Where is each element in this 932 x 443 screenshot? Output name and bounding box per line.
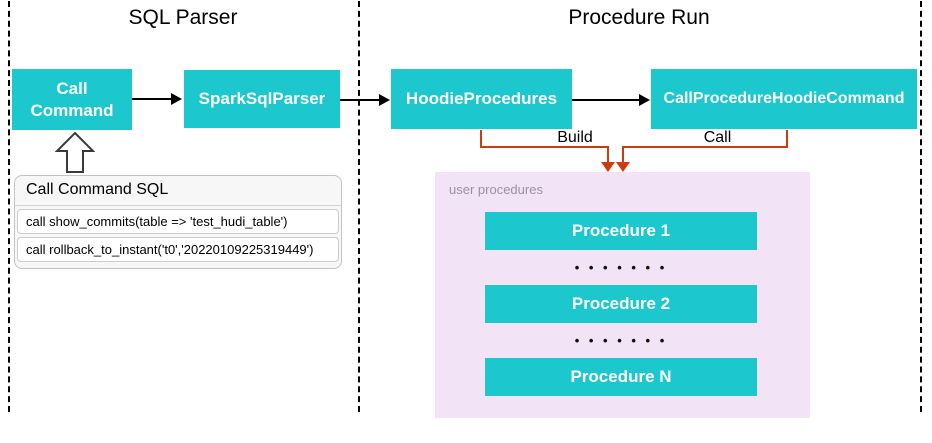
build-connector-segment [480,146,609,148]
sql-panel-header: Call Command SQL [15,176,341,206]
node-procedure-1: Procedure 1 [485,212,757,250]
build-edge-label: Build [557,129,593,146]
build-arrowhead-icon [601,162,615,172]
node-procedure-2: Procedure 2 [485,285,757,323]
build-connector-segment [480,130,482,147]
call-connector-segment [622,146,624,163]
right-dashed-border [920,1,922,412]
node-spark-sql-parser: SparkSqlParser [184,70,340,128]
call-command-sql-panel: Call Command SQL call show_commits(table… [14,175,342,269]
call-connector-segment [786,130,788,147]
call-arrowhead-icon [616,162,630,172]
section-title-procedure-run: Procedure Run [568,6,710,29]
node-hoodie-procedures: HoodieProcedures [391,69,572,129]
call-connector-segment [623,146,788,148]
left-dashed-border [8,1,10,412]
arrow-parser-to-procedures-icon [340,94,390,106]
section-title-sql-parser: SQL Parser [128,6,238,29]
dots-separator: • • • • • • • [574,333,668,348]
node-call-procedure-hoodie-command: CallProcedureHoodieCommand [651,69,917,129]
arrow-call-command-to-parser-icon [132,93,182,105]
sql-row-rollback-to-instant: call rollback_to_instant('t0','202201092… [17,237,339,262]
node-procedure-n: Procedure N [485,358,757,396]
hollow-up-arrow-icon [55,132,95,173]
user-procedures-panel: user procedures Procedure 1 • • • • • • … [435,172,810,418]
user-procedures-label: user procedures [449,182,543,197]
arrow-procedures-to-command-icon [572,94,650,106]
node-call-command: Call Command [12,69,132,130]
middle-dashed-border [358,1,360,412]
sql-row-show-commits: call show_commits(table => 'test_hudi_ta… [17,209,339,234]
dots-separator: • • • • • • • [574,260,668,275]
build-connector-segment [607,146,609,163]
call-edge-label: Call [703,129,732,146]
